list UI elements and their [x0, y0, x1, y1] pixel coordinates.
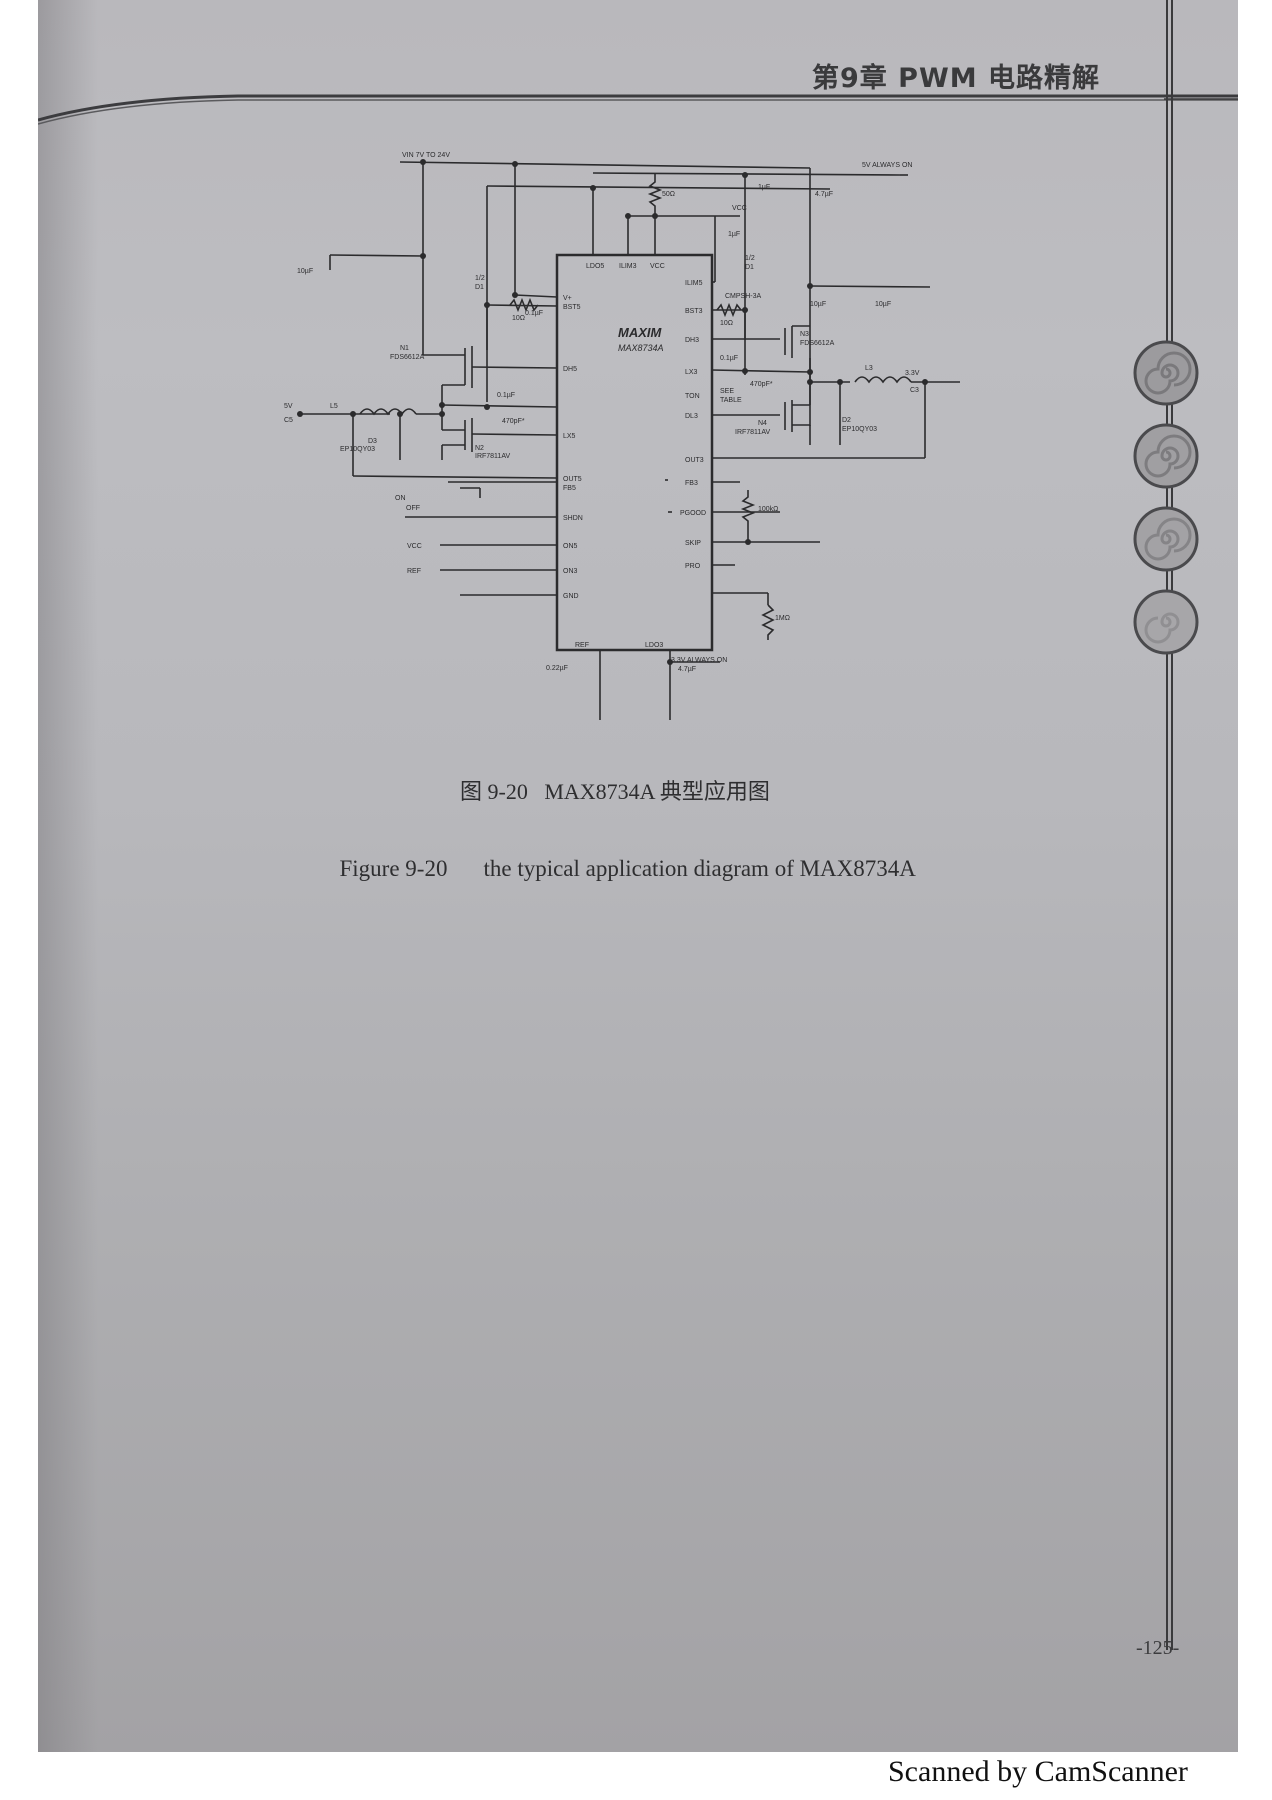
svg-text:LDO5: LDO5 — [586, 263, 604, 270]
svg-text:0.1µF: 0.1µF — [720, 355, 738, 362]
svg-text:3.3V: 3.3V — [905, 370, 920, 377]
svg-text:L5: L5 — [330, 403, 338, 410]
svg-text:BST3: BST3 — [685, 308, 703, 315]
spiral-disc-icon — [1133, 423, 1199, 489]
svg-text:CMPSH-3A: CMPSH-3A — [725, 293, 762, 300]
svg-text:FB3: FB3 — [685, 480, 698, 487]
side-rail — [1166, 0, 1173, 1650]
svg-text:D3: D3 — [368, 438, 377, 445]
svg-text:PRO: PRO — [685, 563, 701, 570]
svg-text:SEE: SEE — [720, 388, 734, 395]
svg-text:EP10QY03: EP10QY03 — [340, 446, 375, 453]
svg-text:DL3: DL3 — [685, 413, 698, 420]
ic-part: MAX8734A — [618, 343, 664, 353]
page-number: -125- — [1136, 1637, 1180, 1659]
svg-text:DH3: DH3 — [685, 337, 699, 344]
svg-text:4.7µF: 4.7µF — [678, 666, 696, 673]
svg-text:REF: REF — [575, 642, 589, 649]
figure-description: the typical application diagram of MAX87… — [483, 856, 916, 881]
chapter-title: 第9章 PWM 电路精解 — [812, 63, 1101, 94]
ic-brand: MAXIM — [618, 325, 663, 340]
svg-text:10Ω: 10Ω — [512, 315, 525, 322]
svg-text:ILIM3: ILIM3 — [619, 263, 637, 270]
svg-text:BST5: BST5 — [563, 304, 581, 311]
svg-text:ON: ON — [395, 495, 406, 502]
svg-text:100kΩ: 100kΩ — [758, 506, 778, 513]
svg-text:LX3: LX3 — [685, 369, 698, 376]
svg-text:VCC: VCC — [407, 543, 422, 550]
svg-text:10µF: 10µF — [297, 268, 313, 275]
svg-text:N4: N4 — [758, 420, 767, 427]
svg-text:10µF: 10µF — [875, 301, 891, 308]
spiral-disc-icon — [1133, 589, 1199, 655]
svg-text:ON3: ON3 — [563, 568, 578, 575]
svg-text:PGOOD: PGOOD — [680, 510, 706, 517]
svg-text:IRF7811AV: IRF7811AV — [735, 429, 770, 436]
svg-text:EP10QY03: EP10QY03 — [842, 426, 877, 433]
svg-text:SHDN: SHDN — [563, 515, 583, 522]
svg-text:LDO3: LDO3 — [645, 642, 663, 649]
svg-text:D1: D1 — [475, 284, 484, 291]
svg-text:470pF*: 470pF* — [502, 418, 525, 425]
svg-text:C5: C5 — [284, 417, 293, 424]
svg-text:50Ω: 50Ω — [662, 191, 675, 198]
svg-text:LX5: LX5 — [563, 433, 576, 440]
svg-text:D1: D1 — [745, 264, 754, 271]
svg-text:OFF: OFF — [406, 505, 420, 512]
page-shadow — [38, 0, 98, 1752]
svg-text:C3: C3 — [910, 387, 919, 394]
svg-text:470pF*: 470pF* — [750, 381, 773, 388]
svg-text:SKIP: SKIP — [685, 540, 701, 547]
svg-text:4.7µF: 4.7µF — [815, 191, 833, 198]
svg-text:TABLE: TABLE — [720, 397, 742, 404]
svg-text:V+: V+ — [563, 295, 572, 302]
svg-text:DH5: DH5 — [563, 366, 577, 373]
svg-text:OUT5: OUT5 — [563, 476, 582, 483]
svg-text:1/2: 1/2 — [475, 275, 485, 282]
svg-text:5V ALWAYS ON: 5V ALWAYS ON — [862, 162, 912, 169]
svg-text:GND: GND — [563, 593, 579, 600]
figure-label: Figure 9-20 — [339, 856, 448, 881]
spiral-disc-icon — [1133, 340, 1199, 406]
svg-text:FDS6612A: FDS6612A — [800, 340, 835, 347]
svg-text:3.3V ALWAYS ON: 3.3V ALWAYS ON — [671, 657, 727, 664]
figure-caption-cn: 图 9-20 MAX8734A 典型应用图 — [460, 779, 770, 804]
svg-text:VIN 7V TO 24V: VIN 7V TO 24V — [402, 152, 450, 159]
svg-text:5V: 5V — [284, 403, 293, 410]
svg-text:1/2: 1/2 — [745, 255, 755, 262]
book-page — [38, 0, 1238, 1752]
svg-text:REF: REF — [407, 568, 421, 575]
svg-text:L3: L3 — [865, 365, 873, 372]
svg-text:OUT3: OUT3 — [685, 457, 704, 464]
svg-text:1µF: 1µF — [758, 184, 770, 191]
svg-text:VCC: VCC — [650, 263, 665, 270]
svg-text:TON: TON — [685, 393, 700, 400]
svg-text:N3: N3 — [800, 331, 809, 338]
svg-text:ILIM5: ILIM5 — [685, 280, 703, 287]
circuit-diagram: MAXIM MAX8734A LDO5 ILIM3 VCC V+ BST5 DH… — [284, 152, 960, 720]
header-rule — [38, 94, 1238, 125]
svg-text:10µF: 10µF — [810, 301, 826, 308]
svg-text:IRF7811AV: IRF7811AV — [475, 453, 510, 460]
svg-text:0.22µF: 0.22µF — [546, 665, 568, 672]
spiral-disc-icon — [1133, 506, 1199, 572]
svg-text:N1: N1 — [400, 345, 409, 352]
svg-text:1µF: 1µF — [728, 231, 740, 238]
svg-text:0.1µF: 0.1µF — [497, 392, 515, 399]
svg-text:FB5: FB5 — [563, 485, 576, 492]
svg-text:ON5: ON5 — [563, 543, 578, 550]
svg-text:0.1µF: 0.1µF — [525, 310, 543, 317]
svg-text:FDS6612A: FDS6612A — [390, 354, 425, 361]
svg-text:N2: N2 — [475, 445, 484, 452]
svg-text:10Ω: 10Ω — [720, 320, 733, 327]
svg-text:1MΩ: 1MΩ — [775, 615, 790, 622]
side-rail-crossbar — [1164, 94, 1238, 100]
svg-text:VCC: VCC — [732, 205, 747, 212]
scanner-watermark: Scanned by CamScanner — [888, 1755, 1188, 1788]
figure-caption-en: Figure 9-20 the typical application diagr… — [328, 830, 916, 882]
svg-text:D2: D2 — [842, 417, 851, 424]
